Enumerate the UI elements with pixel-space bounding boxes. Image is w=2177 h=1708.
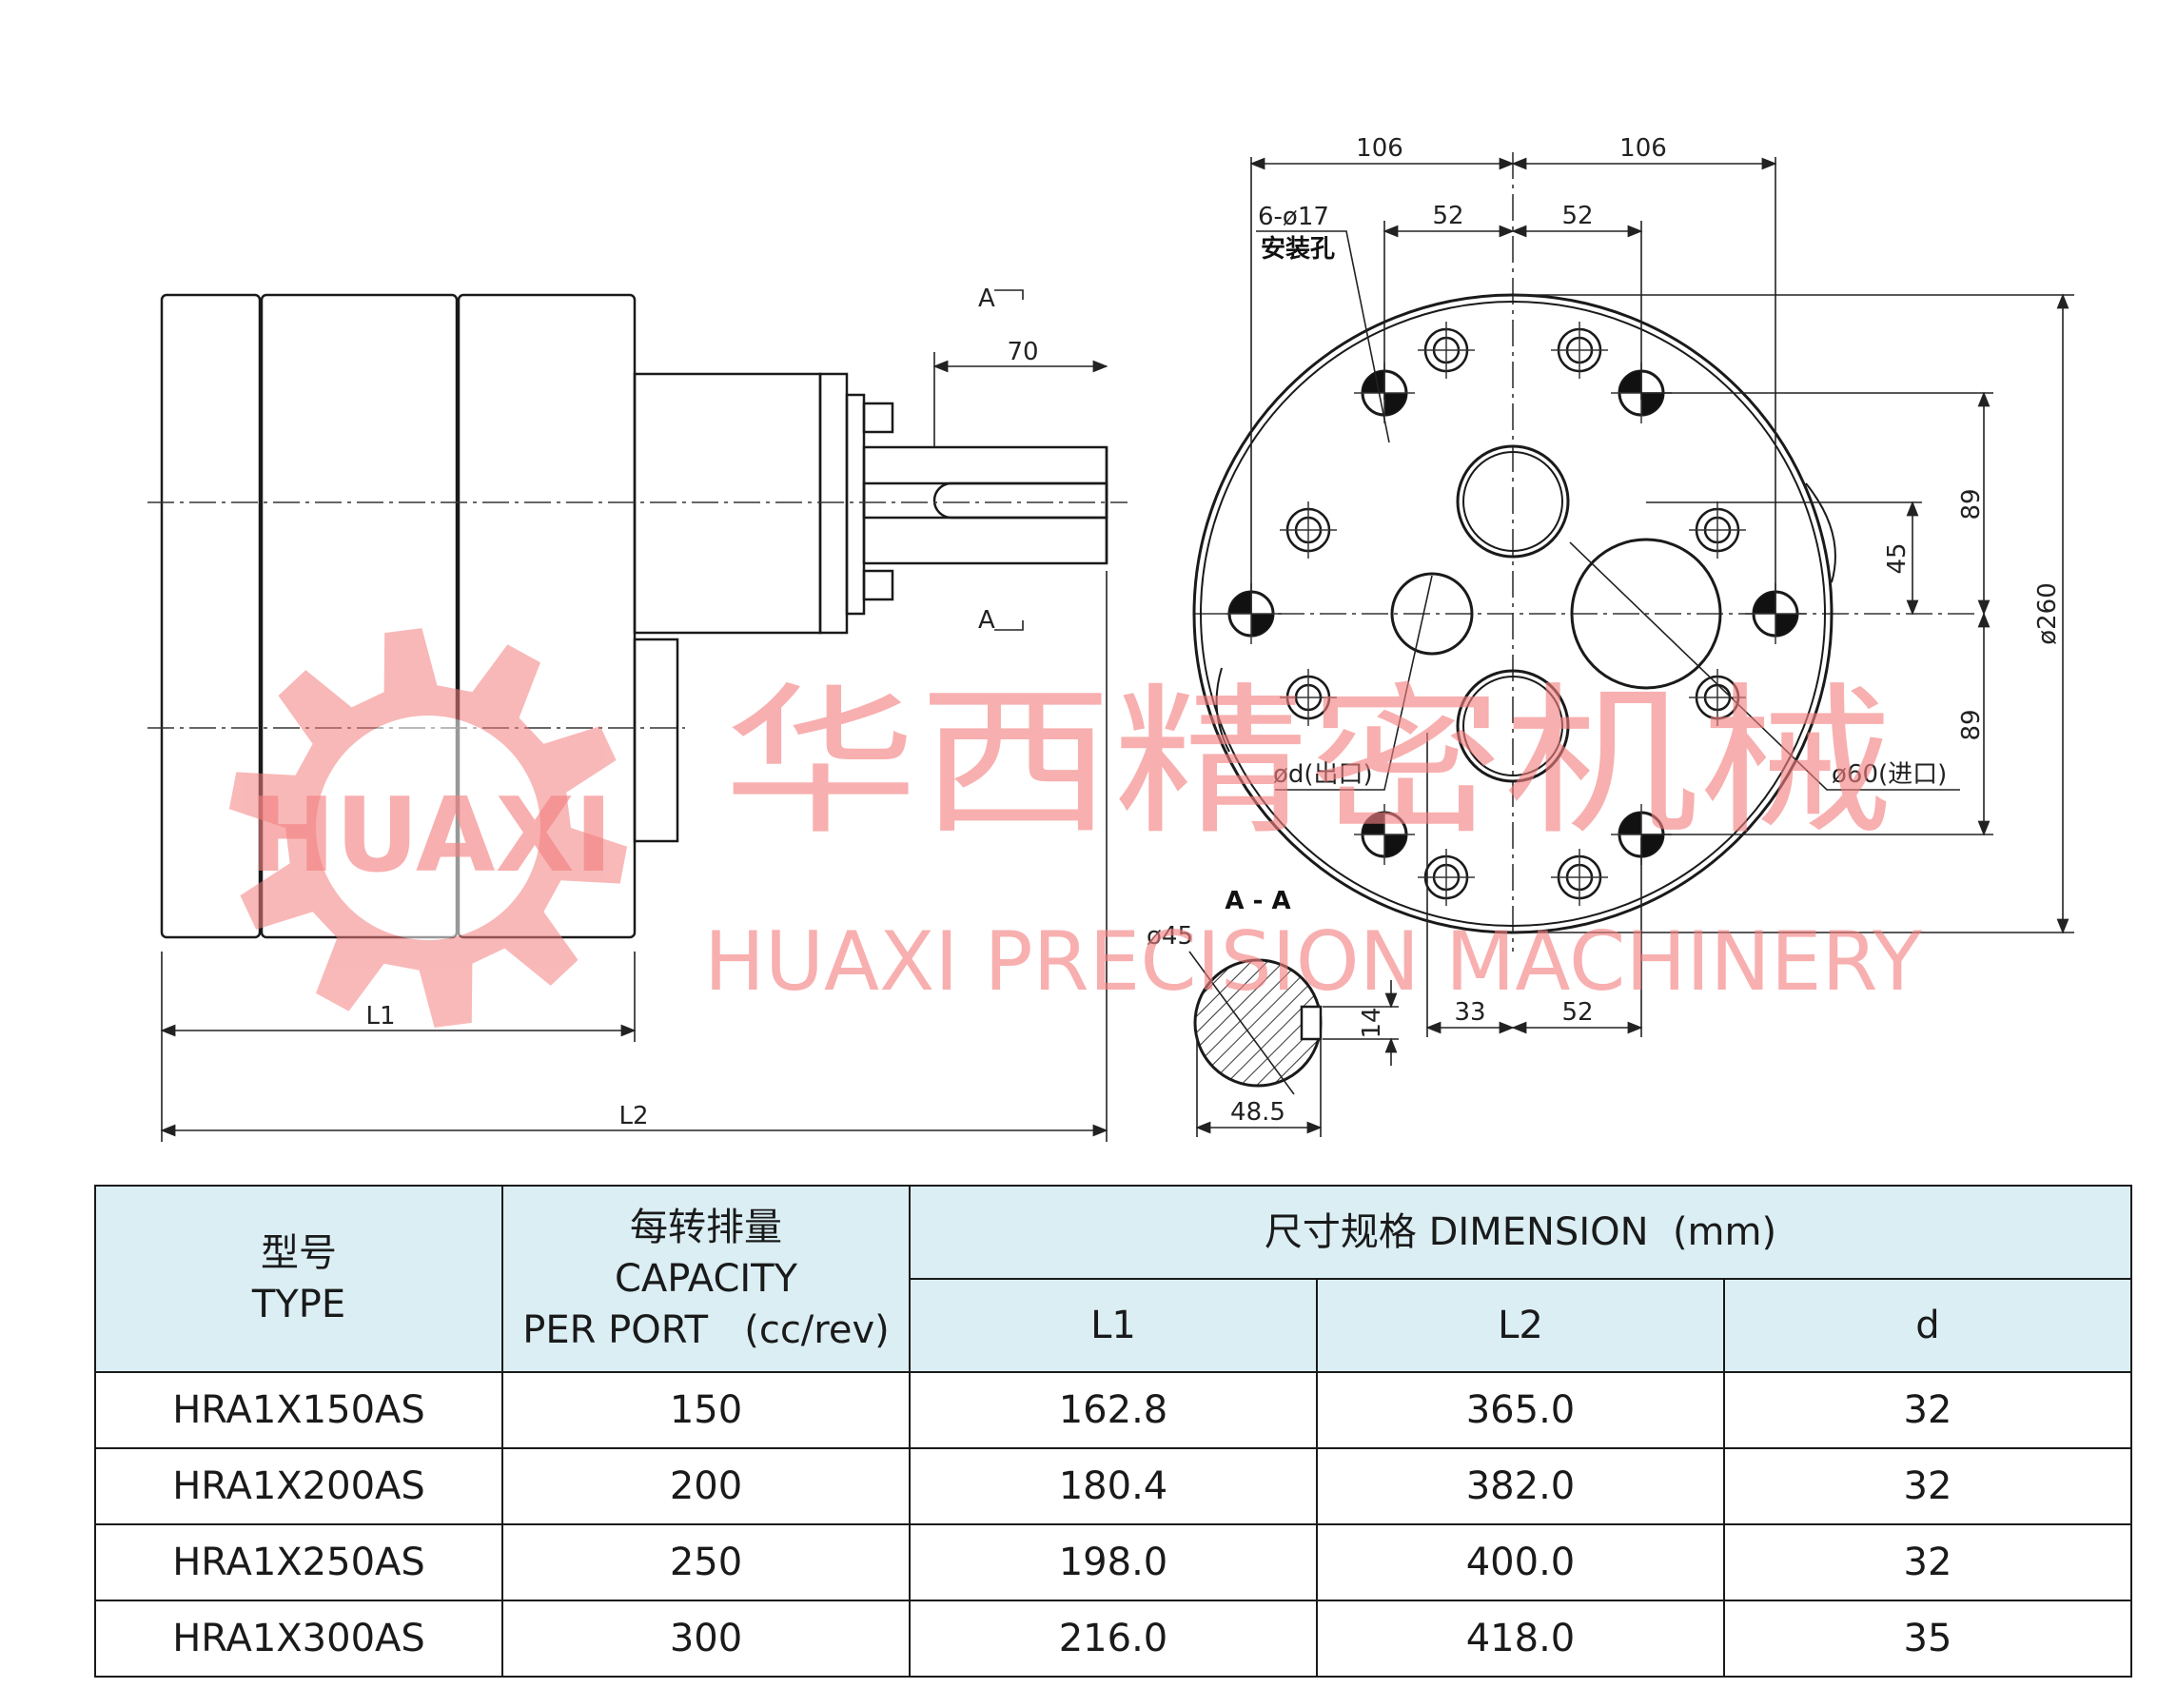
cell-L1: 198.0 — [909, 1523, 1318, 1601]
header-dimension: 尺寸规格 DIMENSION (mm) — [909, 1185, 2132, 1280]
dim-total-diameter: ø260 — [2033, 582, 2062, 645]
header-capacity-en: CAPACITY — [614, 1257, 798, 1301]
dim-key-depth: 48.5 — [1230, 1098, 1285, 1127]
dim-offset-lower: 89 — [1957, 709, 1986, 740]
cell-capacity: 200 — [501, 1447, 911, 1525]
dim-L2: L2 — [618, 1102, 648, 1130]
bolt-hole-icon — [1551, 322, 1608, 379]
dim-width-right: 106 — [1619, 134, 1667, 163]
dim-offset-mid: 45 — [1883, 542, 1912, 574]
header-type: 型号 TYPE — [94, 1185, 503, 1373]
header-type-en: TYPE — [251, 1283, 346, 1326]
technical-drawing: L1 L2 70 A A — [147, 134, 2074, 1142]
cell-type: HRA1X300AS — [94, 1600, 503, 1678]
cell-capacity: 150 — [501, 1371, 911, 1449]
cell-type: HRA1X200AS — [94, 1447, 503, 1525]
bolt-hole-icon — [1418, 849, 1475, 906]
section-title: A - A — [1225, 887, 1290, 915]
watermark: HUAXI 华西精密机械 HUAXI PRECISION MACHINERY — [228, 628, 1922, 1028]
bolt-hole-icon — [1418, 322, 1475, 379]
front-dims — [1249, 157, 2074, 1037]
header-capacity-cn: 每转排量 — [630, 1206, 782, 1249]
dim-bottom-left: 33 — [1454, 998, 1485, 1027]
inlet-label: ø60(进口) — [1832, 760, 1947, 789]
holes-label: 安装孔 — [1261, 235, 1335, 264]
cell-capacity: 250 — [501, 1523, 911, 1601]
dim-L1: L1 — [365, 1002, 395, 1031]
mounting-hole-icon — [1354, 804, 1415, 865]
header-L1: L1 — [909, 1278, 1318, 1373]
watermark-logo-text: HUAXI — [249, 776, 613, 895]
cell-L2: 382.0 — [1316, 1447, 1725, 1525]
dim-width-left: 106 — [1356, 134, 1403, 163]
header-type-cn: 型号 — [261, 1231, 337, 1275]
side-view — [160, 293, 1108, 939]
side-dims — [160, 289, 1108, 1142]
bolt-hole-icon — [1551, 849, 1608, 906]
cell-d: 32 — [1723, 1371, 2132, 1449]
dim-shaft-length: 70 — [1007, 338, 1038, 366]
holes-spec: 6-ø17 — [1258, 203, 1329, 231]
cell-L1: 162.8 — [909, 1371, 1318, 1449]
header-capacity: 每转排量 CAPACITY PER PORT (cc/rev) — [501, 1185, 911, 1373]
bolt-hole-icon — [1280, 501, 1337, 559]
watermark-english: HUAXI PRECISION MACHINERY — [704, 914, 1922, 1010]
header-L2: L2 — [1316, 1278, 1725, 1373]
cell-d: 32 — [1723, 1447, 2132, 1525]
dim-bottom-right: 52 — [1561, 998, 1593, 1027]
cell-d: 32 — [1723, 1523, 2132, 1601]
dim-hole-left: 52 — [1432, 202, 1463, 230]
spec-table: 型号 TYPE 每转排量 CAPACITY PER PORT (cc/rev) … — [94, 1185, 2132, 1678]
dim-key-width: 14 — [1358, 1007, 1386, 1038]
header-d: d — [1723, 1278, 2132, 1373]
cell-type: HRA1X250AS — [94, 1523, 503, 1601]
cell-L1: 216.0 — [909, 1600, 1318, 1678]
gear-logo-icon — [228, 628, 628, 1028]
dim-shaft-diameter: ø45 — [1147, 922, 1193, 951]
header-capacity-unit: PER PORT (cc/rev) — [522, 1308, 890, 1352]
cell-L2: 365.0 — [1316, 1371, 1725, 1449]
bolt-hole-icon — [1280, 669, 1337, 726]
watermark-chinese: 华西精密机械 — [723, 669, 1893, 857]
cell-d: 35 — [1723, 1600, 2132, 1678]
cell-L2: 400.0 — [1316, 1523, 1725, 1601]
outlet-label: ød(出口) — [1273, 760, 1373, 789]
section-aa — [1188, 951, 1399, 1137]
section-marker-top: A — [978, 285, 995, 313]
section-marker-bottom: A — [978, 606, 995, 635]
bolt-hole-icon — [1689, 501, 1746, 559]
cell-type: HRA1X150AS — [94, 1371, 503, 1449]
cell-L2: 418.0 — [1316, 1600, 1725, 1678]
cell-capacity: 300 — [501, 1600, 911, 1678]
cell-L1: 180.4 — [909, 1447, 1318, 1525]
dim-hole-right: 52 — [1561, 202, 1593, 230]
dim-offset-upper: 89 — [1957, 488, 1986, 520]
